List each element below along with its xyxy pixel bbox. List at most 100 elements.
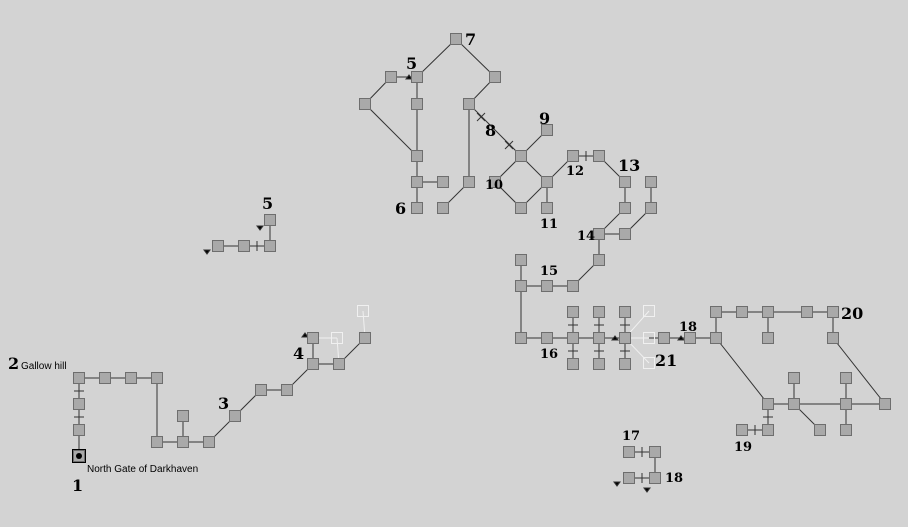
room-tile[interactable] bbox=[238, 240, 250, 252]
room-tile[interactable] bbox=[762, 424, 774, 436]
label-11: 11 bbox=[540, 217, 558, 232]
room-tile[interactable] bbox=[411, 176, 423, 188]
room-tile[interactable] bbox=[264, 214, 276, 226]
room-tile[interactable] bbox=[450, 33, 462, 45]
room-tile[interactable] bbox=[593, 306, 605, 318]
unexplored-room-tile[interactable] bbox=[643, 305, 655, 317]
room-tile[interactable] bbox=[649, 472, 661, 484]
room-tile[interactable] bbox=[762, 306, 774, 318]
label-3: 3 bbox=[218, 394, 229, 413]
room-tile[interactable] bbox=[515, 332, 527, 344]
room-tile[interactable] bbox=[411, 71, 423, 83]
room-tile[interactable] bbox=[593, 150, 605, 162]
room-tile[interactable] bbox=[649, 446, 661, 458]
room-tile[interactable] bbox=[411, 202, 423, 214]
room-tile[interactable] bbox=[788, 398, 800, 410]
room-tile[interactable] bbox=[73, 372, 85, 384]
room-tile[interactable] bbox=[840, 398, 852, 410]
room-tile[interactable] bbox=[177, 436, 189, 448]
room-tile[interactable] bbox=[489, 176, 501, 188]
room-tile[interactable] bbox=[619, 332, 631, 344]
room-tile[interactable] bbox=[264, 240, 276, 252]
room-tile[interactable] bbox=[593, 332, 605, 344]
room-tile[interactable] bbox=[658, 332, 670, 344]
room-tile[interactable] bbox=[619, 228, 631, 240]
room-tile[interactable] bbox=[762, 398, 774, 410]
room-tile[interactable] bbox=[177, 410, 189, 422]
room-tile[interactable] bbox=[515, 254, 527, 266]
room-tile[interactable] bbox=[229, 410, 241, 422]
room-tile[interactable] bbox=[73, 424, 85, 436]
room-tile[interactable] bbox=[541, 124, 553, 136]
room-tile[interactable] bbox=[307, 332, 319, 344]
room-tile[interactable] bbox=[515, 150, 527, 162]
room-tile[interactable] bbox=[437, 202, 449, 214]
room-tile[interactable] bbox=[619, 176, 631, 188]
room-tile[interactable] bbox=[151, 436, 163, 448]
room-tile[interactable] bbox=[736, 306, 748, 318]
room-tile[interactable] bbox=[623, 446, 635, 458]
room-tile[interactable] bbox=[411, 98, 423, 110]
room-tile[interactable] bbox=[567, 332, 579, 344]
room-tile[interactable] bbox=[619, 306, 631, 318]
room-tile[interactable] bbox=[437, 176, 449, 188]
room-tile[interactable] bbox=[307, 358, 319, 370]
room-tile[interactable] bbox=[333, 358, 345, 370]
room-tile[interactable] bbox=[489, 71, 501, 83]
room-tile[interactable] bbox=[593, 358, 605, 370]
room-tile[interactable] bbox=[645, 176, 657, 188]
room-tile[interactable] bbox=[762, 332, 774, 344]
room-tile[interactable] bbox=[385, 71, 397, 83]
room-tile[interactable] bbox=[840, 424, 852, 436]
room-tile[interactable] bbox=[645, 202, 657, 214]
room-tile[interactable] bbox=[567, 280, 579, 292]
room-tile[interactable] bbox=[99, 372, 111, 384]
room-tile[interactable] bbox=[736, 424, 748, 436]
unexplored-room-tile[interactable] bbox=[643, 357, 655, 369]
room-tile[interactable] bbox=[541, 280, 553, 292]
label-4: 4 bbox=[293, 344, 304, 363]
room-tile[interactable] bbox=[255, 384, 267, 396]
room-tile[interactable] bbox=[827, 306, 839, 318]
rooms[interactable] bbox=[72, 33, 891, 484]
room-tile[interactable] bbox=[567, 150, 579, 162]
label-13: 13 bbox=[618, 156, 640, 175]
room-tile[interactable] bbox=[827, 332, 839, 344]
room-tile[interactable] bbox=[125, 372, 137, 384]
room-tile[interactable] bbox=[359, 98, 371, 110]
label-5-north: 5 bbox=[406, 54, 417, 73]
room-tile[interactable] bbox=[212, 240, 224, 252]
room-tile[interactable] bbox=[203, 436, 215, 448]
room-tile[interactable] bbox=[541, 176, 553, 188]
room-tile[interactable] bbox=[359, 332, 371, 344]
room-tile[interactable] bbox=[593, 254, 605, 266]
room-tile[interactable] bbox=[567, 306, 579, 318]
room-tile[interactable] bbox=[710, 332, 722, 344]
room-tile[interactable] bbox=[879, 398, 891, 410]
room-tile[interactable] bbox=[541, 202, 553, 214]
unexplored-room-tile[interactable] bbox=[643, 332, 655, 344]
room-tile[interactable] bbox=[463, 98, 475, 110]
room-tile[interactable] bbox=[619, 202, 631, 214]
room-tile[interactable] bbox=[619, 358, 631, 370]
room-tile[interactable] bbox=[515, 202, 527, 214]
room-tile[interactable] bbox=[73, 398, 85, 410]
room-tile[interactable] bbox=[567, 358, 579, 370]
room-tile[interactable] bbox=[840, 372, 852, 384]
exit-line bbox=[715, 337, 769, 405]
room-tile[interactable] bbox=[814, 424, 826, 436]
room-tile[interactable] bbox=[151, 372, 163, 384]
room-tile[interactable] bbox=[463, 176, 475, 188]
room-tile[interactable] bbox=[281, 384, 293, 396]
room-tile[interactable] bbox=[411, 150, 423, 162]
room-tile[interactable] bbox=[788, 372, 800, 384]
room-tile[interactable] bbox=[593, 228, 605, 240]
room-tile[interactable] bbox=[541, 332, 553, 344]
room-tile[interactable] bbox=[801, 306, 813, 318]
room-tile[interactable] bbox=[623, 472, 635, 484]
room-tile[interactable] bbox=[515, 280, 527, 292]
unexplored-room-tile[interactable] bbox=[331, 332, 343, 344]
unexplored-room-tile[interactable] bbox=[357, 305, 369, 317]
room-tile[interactable] bbox=[710, 306, 722, 318]
room-tile[interactable] bbox=[684, 332, 696, 344]
